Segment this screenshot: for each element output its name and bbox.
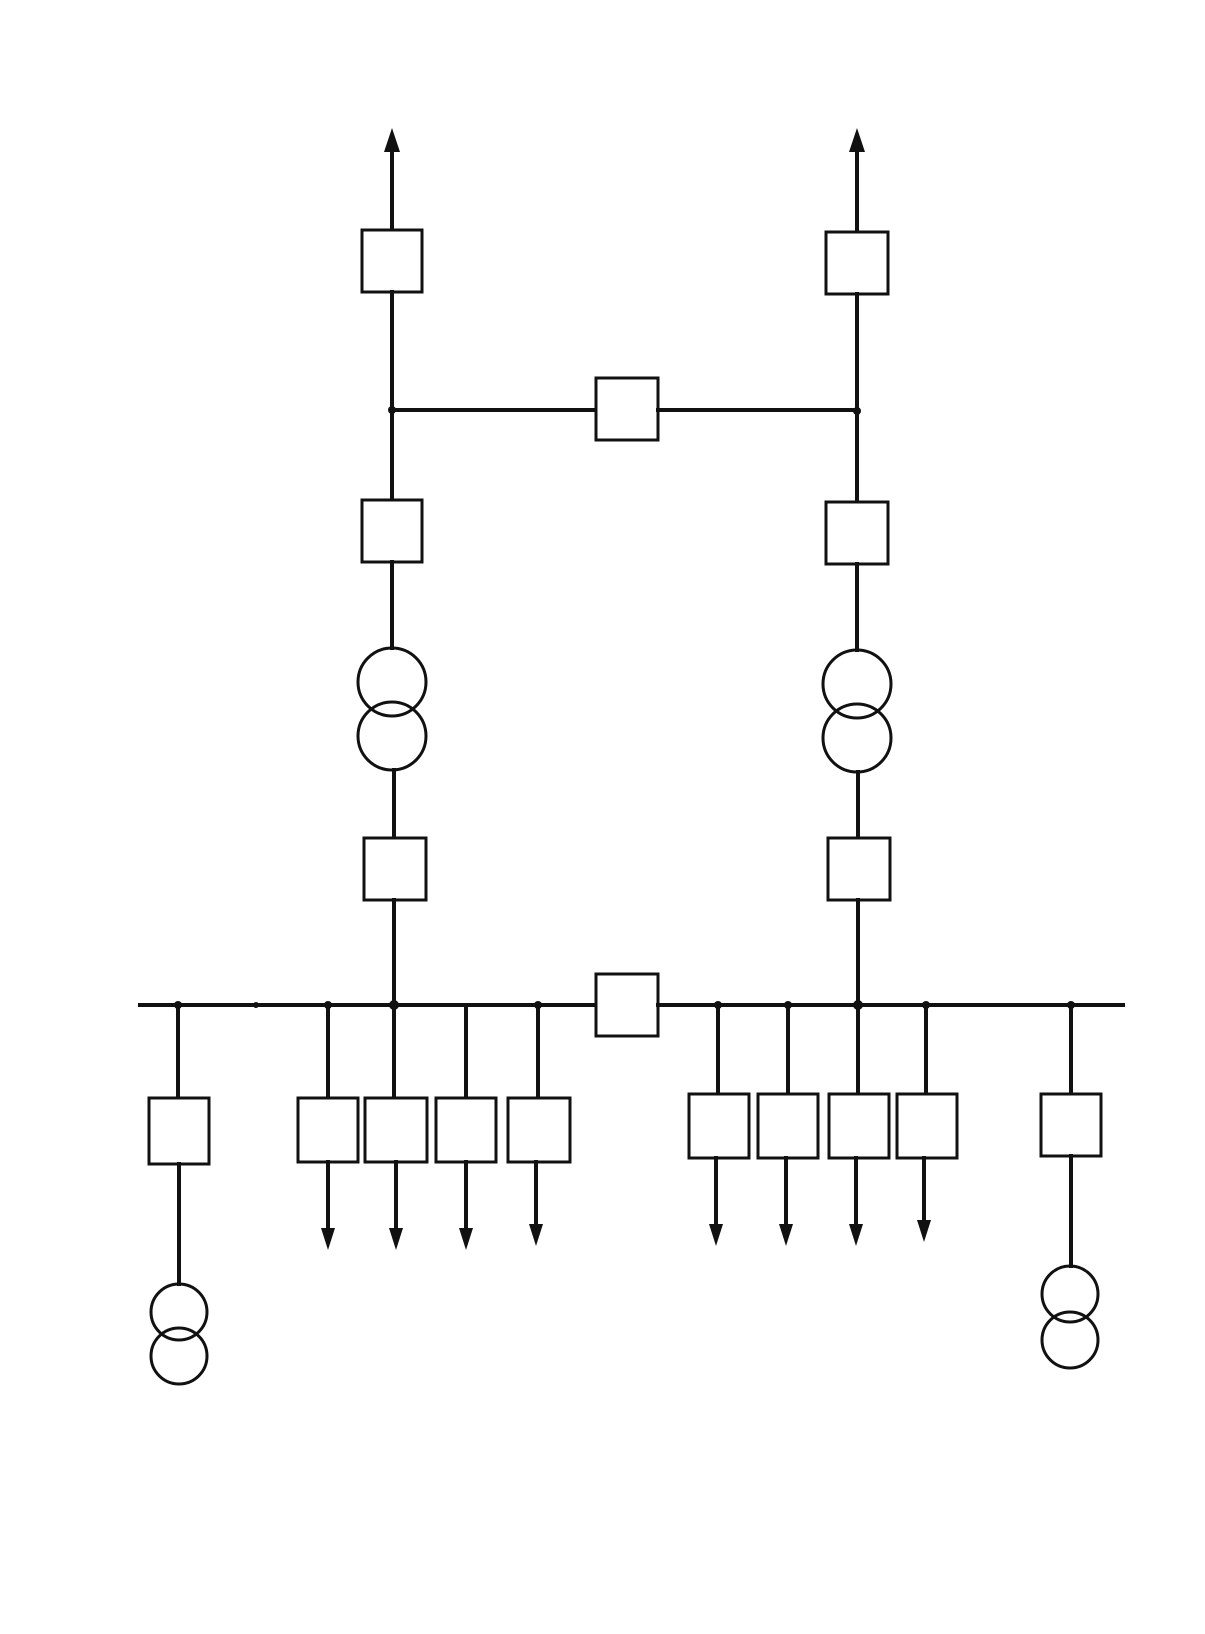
aux-right-transformer — [1040, 1264, 1100, 1370]
feeder-breaker — [506, 1096, 572, 1164]
feeder-breaker — [363, 1096, 429, 1164]
feeder-arrow — [321, 1228, 335, 1250]
hv-bridge — [390, 376, 859, 442]
feeder-arrow — [459, 1228, 473, 1250]
feeder-breaker — [827, 1092, 891, 1160]
left-line-breaker — [360, 228, 424, 294]
bus-junction-dot — [253, 1002, 259, 1008]
feeder-arrow — [529, 1224, 543, 1246]
bus-section-breaker — [594, 972, 660, 1038]
feeder-arrow — [389, 1228, 403, 1250]
feeder-arrow — [849, 1224, 863, 1246]
lv-busbar — [138, 972, 1125, 1038]
aux-left-transformer-secondary — [149, 1326, 209, 1386]
right-transformer-lv-breaker — [826, 836, 892, 902]
feeder-arrow — [917, 1220, 931, 1242]
aux-left-transformer — [149, 1282, 209, 1386]
feeder-arrow — [709, 1224, 723, 1246]
aux-right-transformer-secondary — [1040, 1310, 1100, 1370]
left-feeder-4 — [506, 1003, 572, 1246]
right-incoming-circuit — [821, 128, 893, 1007]
feeder-arrow — [779, 1224, 793, 1246]
left-feeder-3 — [434, 1003, 498, 1250]
feeder-breaker — [296, 1096, 360, 1164]
right-feeder-3 — [827, 1003, 891, 1246]
left-feeder-2 — [363, 1003, 429, 1250]
left-transformer-primary-winding — [356, 646, 428, 718]
feeder-breaker — [895, 1092, 959, 1160]
right-transformer-primary-winding — [821, 648, 893, 720]
right-auxiliary-transformer-branch — [1039, 1003, 1103, 1370]
feeder-breaker — [434, 1096, 498, 1164]
right-incoming-line-arrow — [849, 128, 865, 152]
bridge-breaker — [594, 376, 660, 442]
left-transformer-lv-breaker — [362, 836, 428, 902]
right-transformer-hv-breaker — [824, 500, 890, 566]
left-incoming-circuit — [356, 128, 428, 1007]
left-main-transformer — [356, 646, 428, 772]
aux-right-transformer-primary — [1040, 1264, 1100, 1324]
right-transformer-secondary-winding — [821, 702, 893, 774]
right-feeder-2 — [756, 1003, 820, 1246]
right-feeder-1 — [687, 1003, 751, 1246]
left-transformer-secondary-winding — [356, 700, 428, 772]
right-line-breaker — [824, 230, 890, 296]
left-feeder-1 — [296, 1003, 360, 1250]
feeder-breaker — [687, 1092, 751, 1160]
aux-left-breaker — [147, 1096, 211, 1166]
right-feeder-4 — [895, 1003, 959, 1242]
right-main-transformer — [821, 648, 893, 774]
aux-left-transformer-primary — [149, 1282, 209, 1342]
aux-right-breaker — [1039, 1092, 1103, 1158]
left-transformer-hv-breaker — [360, 498, 424, 564]
left-incoming-line-arrow — [384, 128, 400, 152]
left-auxiliary-transformer-branch — [147, 1003, 211, 1386]
feeder-breaker — [756, 1092, 820, 1160]
